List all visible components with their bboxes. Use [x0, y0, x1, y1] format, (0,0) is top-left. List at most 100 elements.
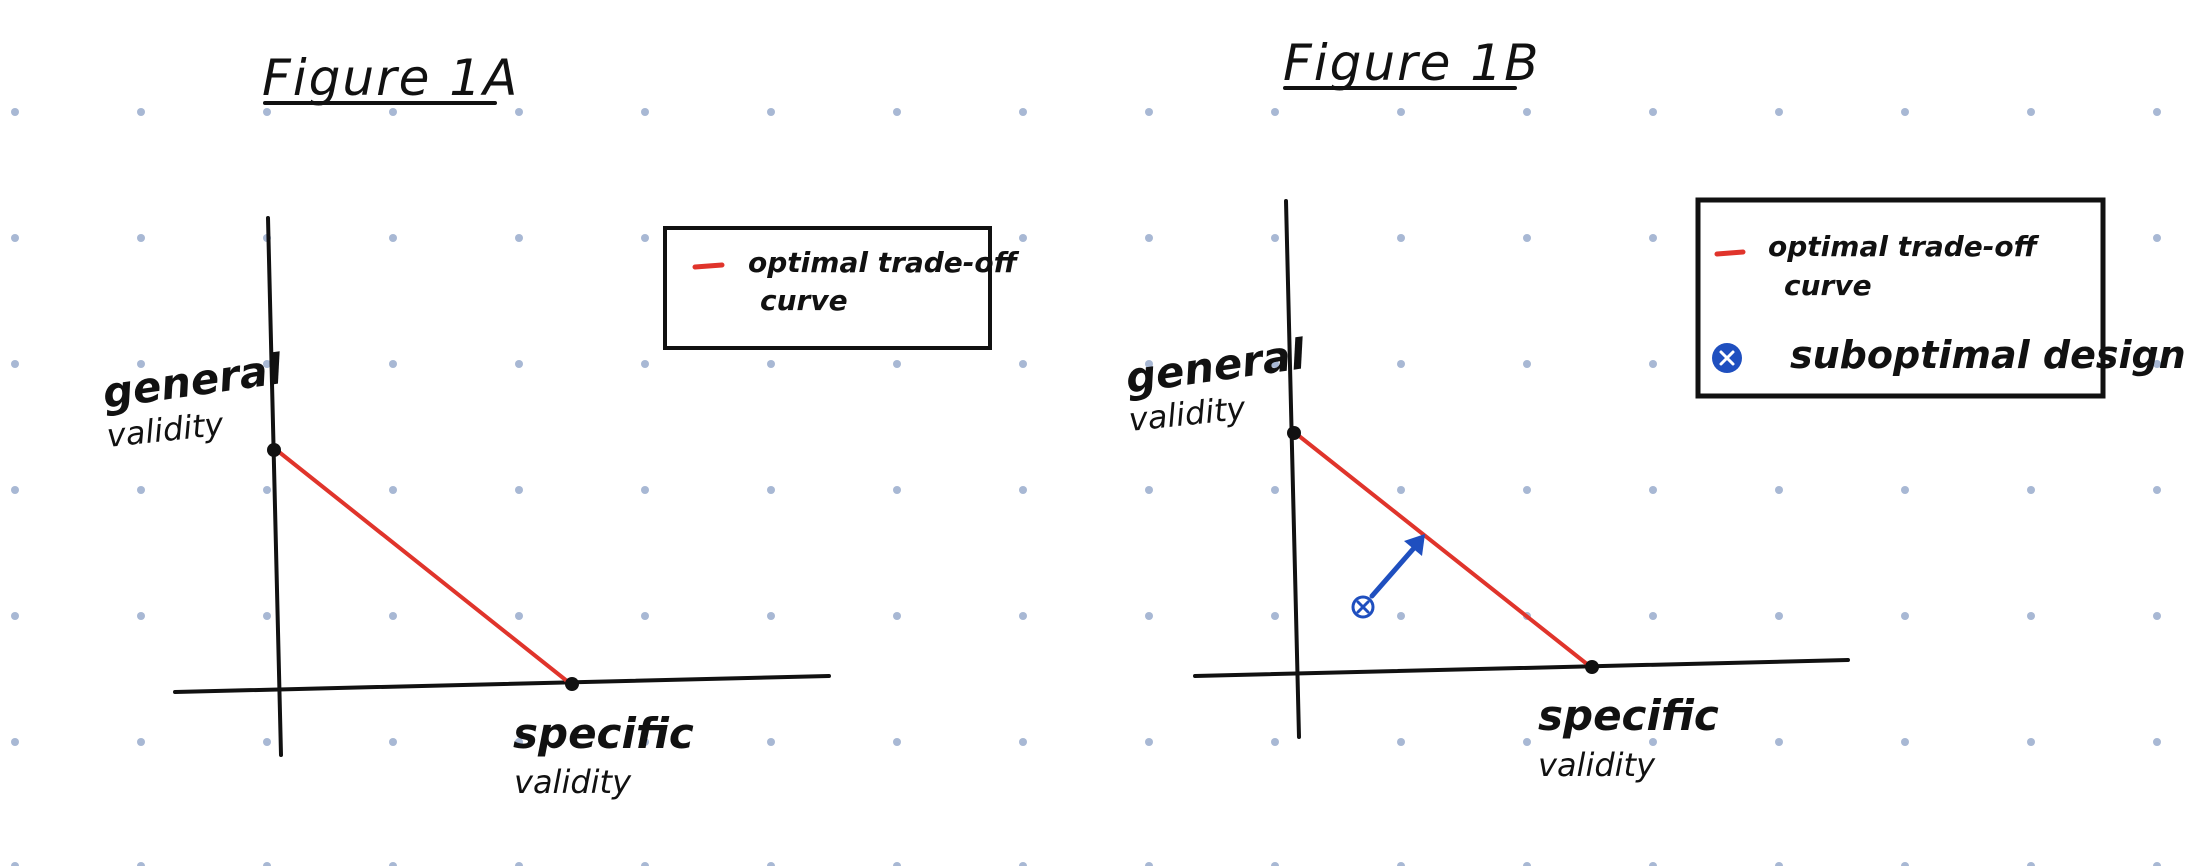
grid-dot [1271, 486, 1279, 494]
figure-1b-suboptimal-marker [1351, 595, 1375, 619]
grid-dot [389, 738, 397, 746]
grid-dot [1019, 486, 1027, 494]
grid-dot [2153, 738, 2161, 746]
grid-dot [767, 108, 775, 116]
figure-1b-x-label-line2: validity [1538, 746, 1656, 784]
grid-dot [2153, 234, 2161, 242]
grid-dot [1019, 360, 1027, 368]
grid-dot [1271, 862, 1279, 866]
grid-dot [1775, 486, 1783, 494]
grid-dot [263, 360, 271, 368]
grid-dot [137, 862, 145, 866]
figure-1b-legend-line-swatch [1714, 249, 1746, 257]
grid-dot [389, 486, 397, 494]
grid-dot [11, 486, 19, 494]
grid-dot [1649, 360, 1657, 368]
figure-1b-legend: optimal trade-off curve suboptimal desig… [1695, 197, 2186, 399]
grid-dot [1775, 738, 1783, 746]
grid-dot [1901, 108, 1909, 116]
grid-dot [2027, 612, 2035, 620]
grid-dot [1649, 862, 1657, 866]
grid-dot [1271, 360, 1279, 368]
grid-dot [641, 234, 649, 242]
grid-dot [767, 738, 775, 746]
grid-dot [2027, 486, 2035, 494]
grid-dot [389, 360, 397, 368]
grid-dot [1019, 234, 1027, 242]
grid-dot [389, 234, 397, 242]
grid-dot [515, 234, 523, 242]
grid-dot [11, 738, 19, 746]
grid-dot [1271, 612, 1279, 620]
grid-dot [263, 738, 271, 746]
grid-dot [11, 360, 19, 368]
grid-dot [389, 612, 397, 620]
figure-1a-tradeoff-curve [272, 446, 574, 687]
grid-dot [263, 612, 271, 620]
grid-dot [1145, 738, 1153, 746]
figure-1b-suboptimal-marker-cross [1356, 600, 1370, 614]
grid-dot [893, 612, 901, 620]
grid-dot [1649, 234, 1657, 242]
grid-dot [1649, 738, 1657, 746]
grid-dot [1145, 612, 1153, 620]
grid-dot [515, 108, 523, 116]
grid-dot [1901, 612, 1909, 620]
grid-dot [1145, 862, 1153, 866]
grid-dot [389, 862, 397, 866]
grid-dot [1019, 738, 1027, 746]
grid-dot [2027, 862, 2035, 866]
grid-dot [893, 738, 901, 746]
grid-dot [893, 862, 901, 866]
grid-dot [1775, 862, 1783, 866]
figure-1b: Figure 1B general validity specific vali… [1123, 34, 2186, 784]
grid-dot [137, 234, 145, 242]
figure-1a-x-label-line2: validity [514, 763, 632, 801]
figure-1b-legend-suboptimal-swatch-cross [1719, 350, 1735, 366]
figure-1b-suboptimal-design [1351, 534, 1425, 619]
grid-dot [641, 862, 649, 866]
grid-dot [1901, 862, 1909, 866]
grid-dot [1397, 108, 1405, 116]
grid-dot [767, 612, 775, 620]
grid-dot [767, 360, 775, 368]
grid-dot [1523, 234, 1531, 242]
grid-dot [1397, 486, 1405, 494]
grid-dot [641, 108, 649, 116]
figure-1b-x-axis [1193, 658, 1850, 678]
grid-dot [1271, 738, 1279, 746]
figure-1a-legend-line-swatch [692, 262, 725, 270]
grid-dot [11, 108, 19, 116]
grid-dot [137, 360, 145, 368]
grid-dot [389, 108, 397, 116]
figure-1b-legend-suboptimal-label: suboptimal design [1790, 333, 2186, 377]
grid-dot [2153, 360, 2161, 368]
figure-1a-x-axis [173, 674, 831, 694]
grid-dot [515, 862, 523, 866]
figure-1b-y-intercept-point [1287, 426, 1301, 440]
figure-1a-y-intercept-point [267, 443, 281, 457]
grid-dot [515, 360, 523, 368]
figure-1a-legend-box [663, 226, 992, 350]
grid-dot [893, 108, 901, 116]
figure-1a-title: Figure 1A [262, 49, 519, 107]
grid-dot [893, 360, 901, 368]
figure-1b-title: Figure 1B [1283, 34, 1540, 92]
grid-dot [1523, 738, 1531, 746]
figure-1b-legend-optimal-line1: optimal trade-off [1768, 230, 2040, 263]
grid-dot [1775, 108, 1783, 116]
grid-dot [2153, 612, 2161, 620]
grid-dot [767, 486, 775, 494]
grid-dot [1397, 360, 1405, 368]
grid-dot [137, 486, 145, 494]
grid-dot [137, 612, 145, 620]
grid-dot [1901, 738, 1909, 746]
grid-dot [515, 612, 523, 620]
grid-dot [2027, 108, 2035, 116]
grid-dot [1397, 234, 1405, 242]
grid-dot [1271, 234, 1279, 242]
grid-dot [263, 108, 271, 116]
grid-dot [1649, 486, 1657, 494]
grid-dot [2153, 108, 2161, 116]
grid-dot [137, 108, 145, 116]
